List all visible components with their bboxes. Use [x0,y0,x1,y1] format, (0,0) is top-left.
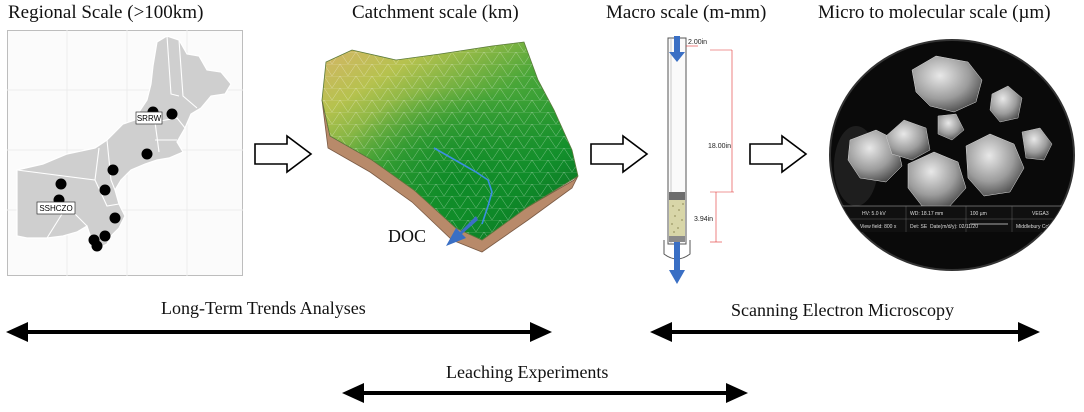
leaching-column: 2.00in 18.00in 3.94in [652,32,752,287]
span-arrow-sem [650,322,1040,342]
heading-regional-scale: Regional Scale (>100km) [8,2,204,23]
dim-fill-label: 3.94in [694,216,713,223]
flow-arrow-1 [254,134,313,174]
sem-info-6: 100 µm [970,211,987,217]
sem-info-7: Date(m/d/y): 02/11/20 [930,224,978,230]
dim-length-label: 18.00in [708,143,731,150]
span-label-sem: Scanning Electron Microscopy [731,300,954,320]
map-label-sshczo: SSHCZO [39,204,72,213]
sem-info-5: Det: SE [910,224,928,230]
span-arrow-leaching [342,383,748,403]
regional-map: SRRW SSHCZO [7,30,243,276]
sem-info-3: VEGA3 [1032,211,1049,217]
stream-line [433,147,493,225]
sem-image: HV: 5.0 kV WD: 18.17 mm VEGA3 View field… [826,36,1078,274]
map-label-srrw: SRRW [137,114,162,123]
sem-info-1: HV: 5.0 kV [862,211,886,217]
flow-arrow-3 [749,134,808,174]
sem-info-2: WD: 18.17 mm [910,211,943,217]
doc-label: DOC [388,226,427,246]
span-label-leaching: Leaching Experiments [446,362,609,382]
outflow-arrow [669,242,685,284]
span-arrow-long-term [6,322,552,342]
dim-top-label: 2.00in [688,39,707,46]
inflow-arrow [669,36,685,62]
sem-info-4: View field: 800 x [860,224,897,230]
heading-catchment-scale: Catchment scale (km) [352,2,519,23]
heading-macro-scale: Macro scale (m-mm) [606,2,767,23]
doc-outflow-arrow [446,216,478,246]
sem-info-8: Middlebury College [1016,224,1059,230]
heading-micro-scale: Micro to molecular scale (µm) [818,2,1051,23]
span-label-long-term: Long-Term Trends Analyses [161,298,366,318]
catchment-terrain [316,40,580,255]
flow-arrow-2 [590,134,649,174]
map-land [16,35,232,249]
